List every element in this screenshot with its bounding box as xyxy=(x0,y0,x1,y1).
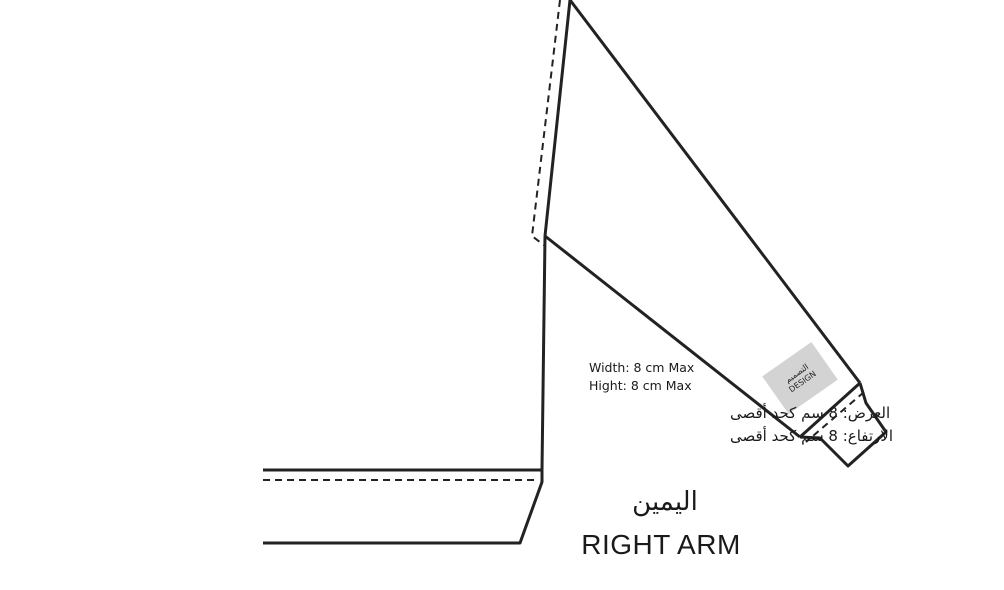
height-label-ar: الارتفاع: 8 سم كحد أقصى xyxy=(730,426,893,445)
cuff-stitch-line xyxy=(805,391,865,443)
shoulder-edge xyxy=(543,0,572,237)
design-badge-box xyxy=(762,341,838,415)
title-english: RIGHT ARM xyxy=(581,529,741,560)
design-badge: التصميم DESIGN xyxy=(762,341,838,415)
cuff-outline xyxy=(799,382,888,468)
sleeve-bottom-edge xyxy=(544,234,801,439)
title-arabic: اليمين xyxy=(632,487,698,517)
sleeve-top-edge xyxy=(568,0,862,384)
hem-outline xyxy=(263,468,544,545)
width-label-en: Width: 8 cm Max xyxy=(589,360,694,375)
sleeve xyxy=(543,0,888,468)
side-seam xyxy=(540,235,547,471)
cuff-seam xyxy=(798,381,862,439)
height-label-en: Hight: 8 cm Max xyxy=(589,378,692,393)
width-label-ar: العرض: 8 سم كحد أقصى xyxy=(730,403,890,422)
body-hem-panel xyxy=(263,468,544,545)
